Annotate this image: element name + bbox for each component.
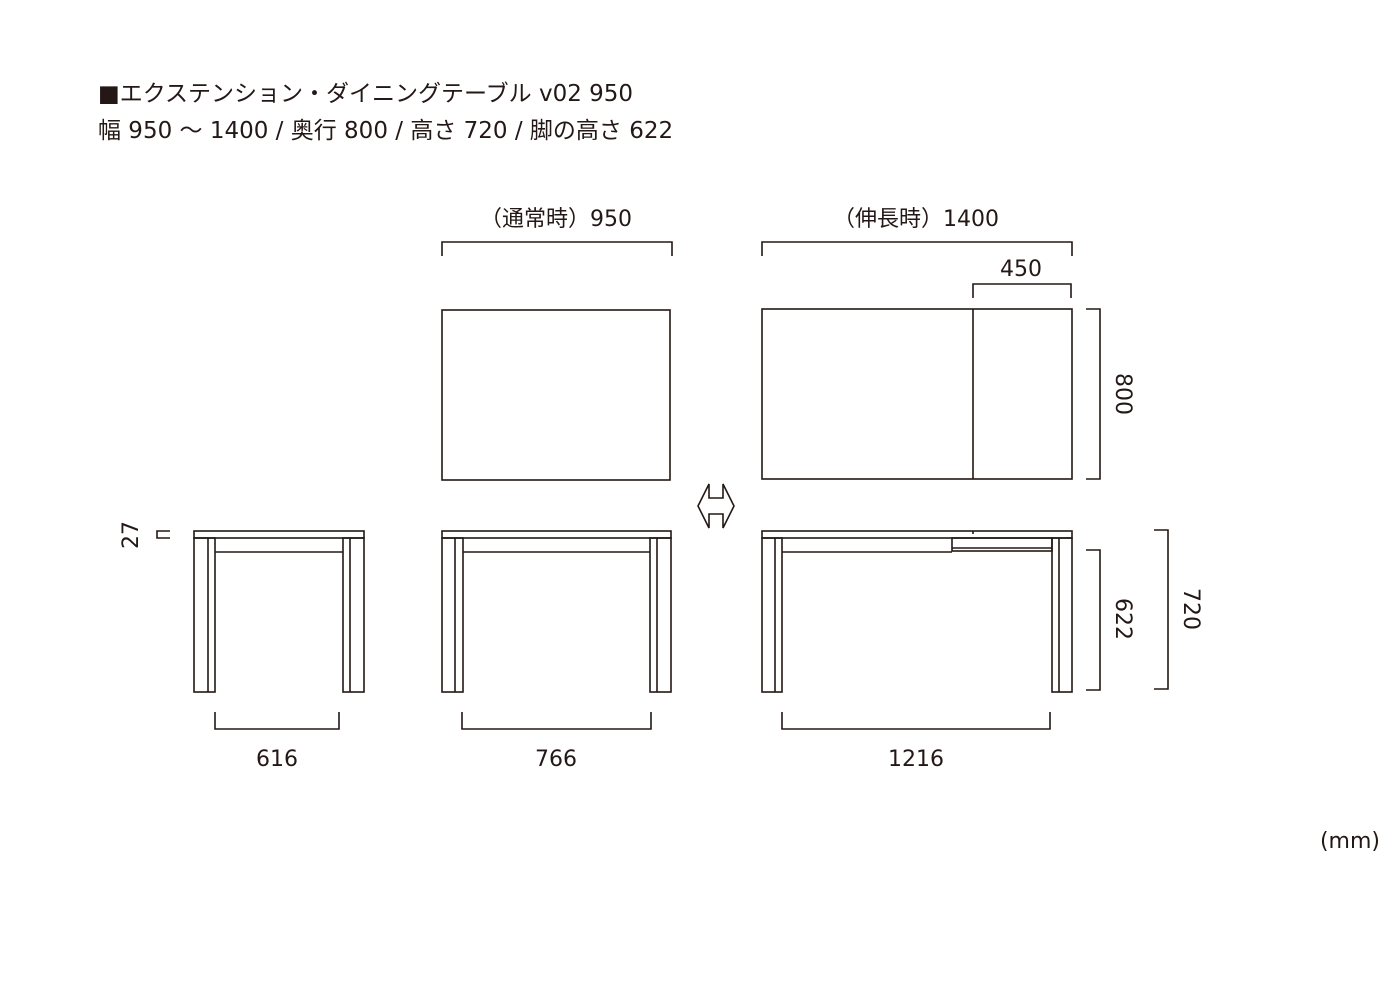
top-view-extended	[761, 308, 1073, 480]
side-view-end	[193, 530, 365, 693]
double-arrow-icon	[697, 483, 735, 529]
extended-width-dimension	[761, 241, 1073, 256]
leg-span-side-label: 616	[256, 747, 298, 772]
leg-height-dimension	[1086, 549, 1101, 691]
leg-span-normal-dimension	[461, 712, 652, 730]
diagram-title: ■エクステンション・ダイニングテーブル v02 950	[98, 81, 633, 107]
total-height-dimension	[1154, 529, 1169, 690]
extension-width-dimension	[972, 283, 1072, 298]
depth-label: 800	[1110, 373, 1135, 415]
leg-span-side-dimension	[214, 712, 340, 730]
total-height-label: 720	[1178, 588, 1203, 630]
normal-width-dimension	[441, 241, 673, 256]
front-view-extended	[761, 530, 1073, 693]
normal-width-label: （通常時）950	[480, 207, 632, 232]
diagram-spec: 幅 950 〜 1400 / 奥行 800 / 高さ 720 / 脚の高さ 62…	[98, 118, 673, 144]
top-thickness-dimension	[156, 530, 170, 539]
extended-width-label: （伸長時）1400	[833, 207, 999, 232]
depth-dimension	[1086, 308, 1101, 480]
leg-span-normal-label: 766	[535, 747, 577, 772]
extension-rail	[951, 537, 1053, 552]
top-view-normal	[441, 309, 671, 481]
front-view-normal	[441, 530, 672, 693]
leg-height-label: 622	[1110, 598, 1135, 640]
top-thickness-label: 27	[119, 521, 144, 549]
unit-label: (mm)	[1320, 829, 1380, 854]
extension-width-label: 450	[1000, 257, 1042, 282]
leg-span-extended-dimension	[781, 712, 1051, 730]
leg-span-extended-label: 1216	[888, 747, 944, 772]
